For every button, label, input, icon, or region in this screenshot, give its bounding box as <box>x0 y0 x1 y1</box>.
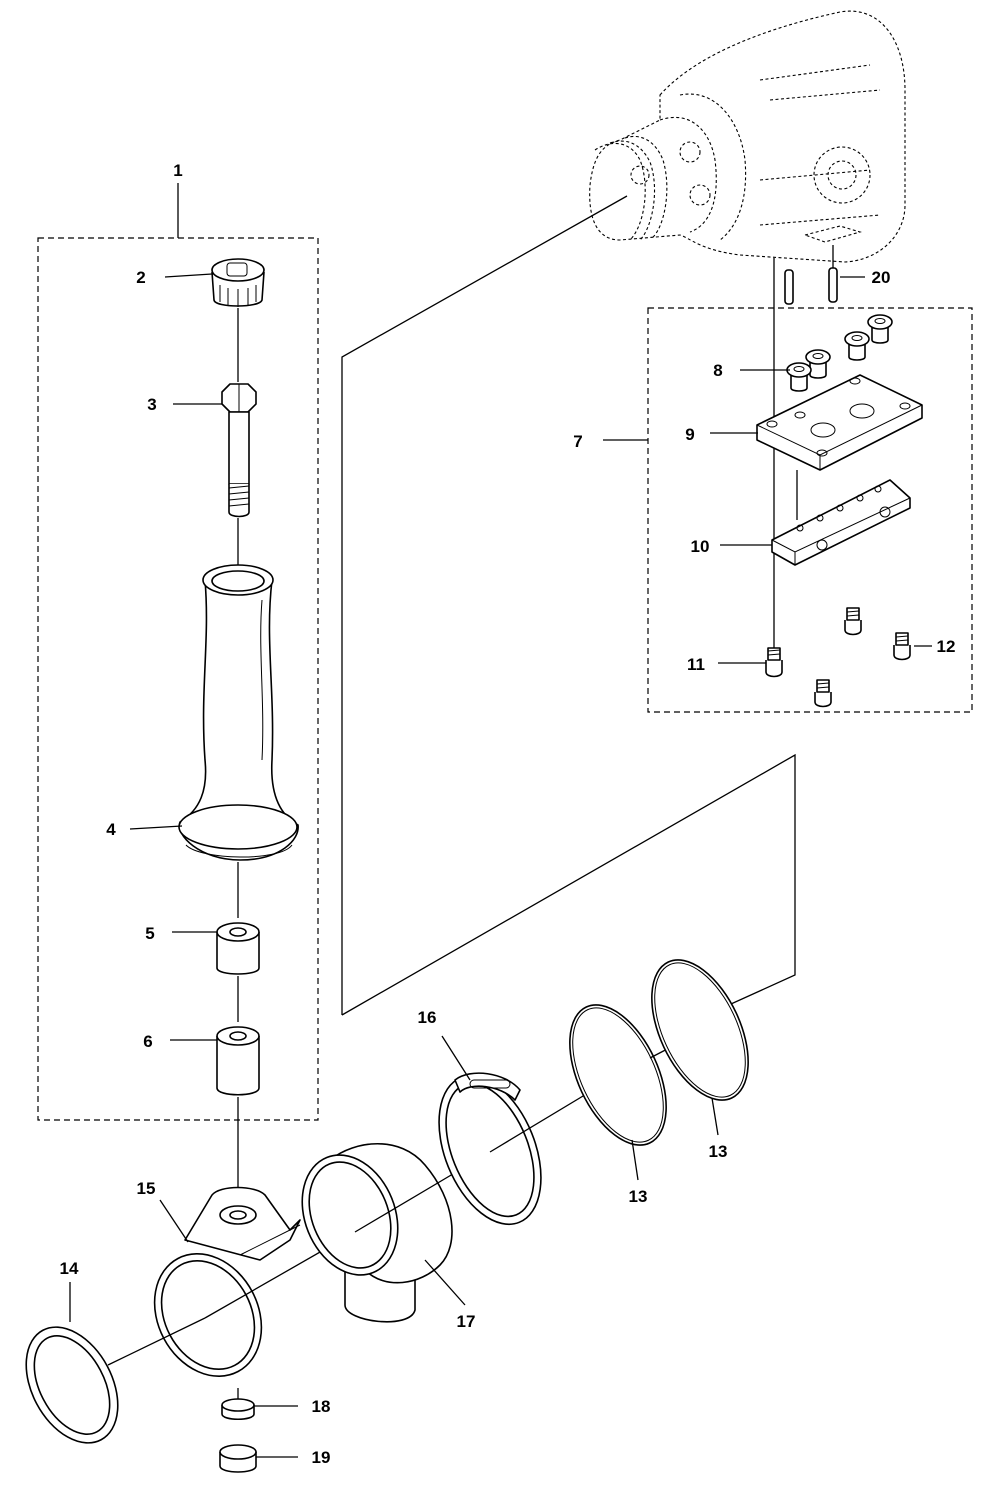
label-part-13-rear: 13 <box>709 1142 728 1161</box>
label-part-13-front: 13 <box>629 1187 648 1206</box>
part-15-bracket <box>153 1186 301 1377</box>
label-part-2: 2 <box>136 268 145 287</box>
part-6-spacer <box>216 1026 260 1096</box>
tool-housing-ghost <box>589 10 906 263</box>
part-2-cap <box>211 258 265 307</box>
label-part-14: 14 <box>60 1259 79 1278</box>
label-part-18: 18 <box>312 1397 331 1416</box>
label-part-11: 11 <box>687 655 705 674</box>
label-part-15: 15 <box>137 1179 156 1198</box>
assembly-line-lower <box>341 753 796 1019</box>
part-10-rail <box>771 479 911 566</box>
label-part-9: 9 <box>685 425 694 444</box>
leader-lines <box>69 183 932 1458</box>
label-part-3: 3 <box>147 395 156 414</box>
label-part-8: 8 <box>713 361 722 380</box>
part-17-housing-ring <box>301 1143 453 1323</box>
label-part-5: 5 <box>145 924 154 943</box>
part-12-screw <box>814 607 911 708</box>
part-3-bolt <box>221 383 257 518</box>
part-13-o-ring-rear <box>651 959 749 1101</box>
label-part-7: 7 <box>573 432 582 451</box>
label-part-1: 1 <box>173 161 182 180</box>
part-8-screw <box>786 314 893 392</box>
part-14-end-ring <box>25 1326 119 1444</box>
label-part-6: 6 <box>143 1032 152 1051</box>
part-19-plug <box>219 1444 257 1473</box>
label-part-4: 4 <box>106 820 116 839</box>
part-18-plug <box>221 1398 255 1421</box>
part-16-clamp-ring <box>438 1072 542 1226</box>
part-20-pin <box>784 267 838 305</box>
label-part-16: 16 <box>418 1008 437 1027</box>
part-13-o-ring-front <box>569 1004 667 1146</box>
kit-1-group-box <box>37 237 319 1121</box>
part-11-screw <box>765 647 783 678</box>
label-part-19: 19 <box>312 1448 331 1467</box>
label-part-20: 20 <box>872 268 891 287</box>
part-5-spacer <box>216 922 260 975</box>
assembly-line-upper <box>341 195 628 1015</box>
part-4-handle <box>178 564 299 861</box>
label-part-12: 12 <box>937 637 956 656</box>
kit-7-group-box <box>647 307 973 713</box>
label-part-10: 10 <box>691 537 710 556</box>
part-9-plate <box>756 374 923 471</box>
label-part-17: 17 <box>457 1312 476 1331</box>
